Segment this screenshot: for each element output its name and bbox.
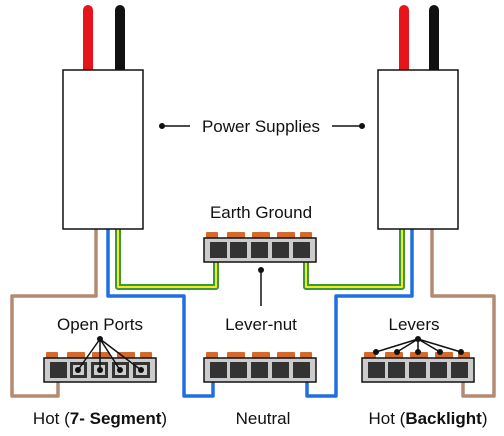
left-supply-input-leads xyxy=(83,5,125,77)
hot-backlight-label: Hot (Backlight) xyxy=(368,409,487,428)
neutral-label: Neutral xyxy=(236,409,291,428)
left-power-supply xyxy=(62,69,144,230)
right-power-supply xyxy=(377,69,459,230)
right-supply-input-leads xyxy=(399,5,439,77)
right-ground-wire xyxy=(303,228,405,290)
left-hot-wire xyxy=(10,228,98,398)
levers-label: Levers xyxy=(388,315,439,334)
power-supplies-label: Power Supplies xyxy=(202,117,320,136)
lever-nut-label: Lever-nut xyxy=(225,315,297,334)
lever-nut-pointer-dot xyxy=(258,267,264,273)
earth-ground-connector xyxy=(203,232,317,263)
levers-pointers xyxy=(373,336,464,355)
hot-7-segment-label: Hot (7- Segment) xyxy=(33,409,167,428)
power-supplies-callout: Power Supplies xyxy=(159,117,365,136)
right-neutral-wire xyxy=(305,228,414,398)
open-ports-pointers xyxy=(75,336,144,373)
neutral-connector xyxy=(203,352,317,383)
left-neutral-wire xyxy=(106,228,215,398)
right-hot-wire xyxy=(430,228,496,398)
levers-connector xyxy=(361,352,475,383)
left-ground-wire xyxy=(115,228,219,290)
earth-ground-label: Earth Ground xyxy=(210,203,312,222)
open-ports-label: Open Ports xyxy=(57,315,143,334)
